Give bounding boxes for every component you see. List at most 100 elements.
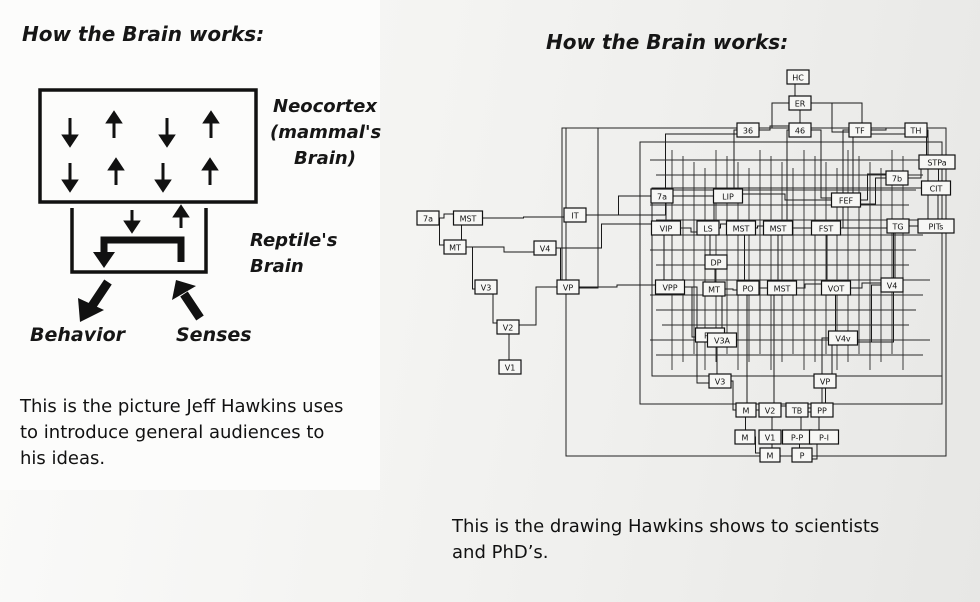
area-node-v4t: V4 [880,277,904,293]
area-node-box [708,373,732,389]
area-node-label: M [743,407,750,416]
area-node-po: PO [736,280,760,296]
behavior-arrow-icon [78,279,112,322]
area-node-label: TB [791,407,802,416]
left-panel [0,0,380,490]
simple-brain-diagram [38,88,258,322]
area-node-label: V3 [715,378,726,387]
neocortex-line-1: Neocortex [273,96,377,117]
frame-line [561,127,599,289]
area-node-label: V1 [505,364,516,373]
area-node-lip: LIP [712,188,744,204]
reptile-line-1: Reptile's [250,230,338,251]
area-node-vpb: VP [813,373,837,389]
area-node-fef: FEF [830,192,862,208]
area-node-7a: 7a [416,210,440,226]
area-node-box [918,154,956,170]
area-node-v2b: V2 [758,402,782,418]
area-node-pi: P-I [808,429,840,445]
connection-line [541,223,666,249]
arrow-down-icon [123,210,141,234]
area-node-box [791,447,813,463]
behavior-label: Behavior [30,324,126,346]
arrow-down-icon [61,163,79,193]
area-node-box [808,429,840,445]
area-node-m1: M [735,402,757,418]
area-node-box [712,188,744,204]
area-node-v3a: V3A [706,332,738,348]
area-node-er: ER [788,95,812,111]
area-node-box [650,188,674,204]
area-node-box [474,279,498,295]
area-node-pf: PP [810,402,834,418]
connection-line [575,195,662,216]
area-node-label: VOT [828,285,845,294]
area-node-box [725,220,757,236]
area-node-label: FST [819,225,834,234]
area-node-box [759,447,781,463]
area-node-label: V1 [765,434,776,443]
area-node-box [758,402,782,418]
area-node-fst: FST [810,220,842,236]
area-node-vdm: V4v [827,330,859,346]
area-node-label: MST [460,215,477,224]
area-node-box [758,429,782,445]
area-node-box [885,170,909,186]
area-node-label: TH [910,127,922,136]
area-node-it: IT [563,207,587,223]
area-node-box [496,319,520,335]
area-node-label: M [767,452,774,461]
left-caption-line-2: to introduce general audiences to [20,422,325,443]
area-node-vp: VP [556,279,580,295]
area-node-box [702,281,726,297]
area-node-pits: PITs [917,218,955,234]
area-node-label: V2 [503,324,514,333]
area-node-box [820,280,852,296]
connection-line [822,227,836,285]
area-node-label: 7a [423,215,433,224]
area-node-label: VP [563,284,573,293]
area-node-label: ER [795,100,806,109]
area-node-box [827,330,859,346]
connection-line [770,287,780,409]
area-node-box [762,220,794,236]
area-node-ls: LS [696,220,720,236]
area-node-label: LIP [722,193,734,202]
left-caption-line-1: This is the picture Jeff Hawkins uses [20,396,344,417]
area-node-hc: HC [786,69,810,85]
area-node-box [533,240,557,256]
area-node-box [563,207,587,223]
area-node-cit: CIT [920,180,952,196]
connection-line [579,133,748,216]
reptile-box [70,208,208,274]
area-node-46: 46 [788,122,812,138]
area-node-label: PP [817,407,827,416]
area-node-vot: VOT [820,280,852,296]
area-node-mt2: MT [702,281,726,297]
connection-line [728,193,844,201]
area-node-label: V4 [540,245,551,254]
arrow-down-icon [158,118,176,148]
connection-line [508,286,566,326]
area-node-box [788,122,812,138]
area-node-label: IT [571,212,578,221]
area-node-mstr: MST [762,220,794,236]
area-node-label: TG [891,223,903,232]
area-node-dp: DP [704,254,728,270]
connection-line [746,287,748,411]
area-node-7a2: 7a [650,188,674,204]
area-node-box [734,429,756,445]
connection-line [728,129,744,193]
area-node-box [788,95,812,111]
area-node-v1b: V1 [758,429,782,445]
neocortex-line-3: Brain) [294,148,356,169]
arrow-up-icon [107,157,125,185]
area-node-box [810,220,842,236]
area-node-mst: MST [452,210,484,226]
arrow-up-icon [172,204,190,228]
connection-line [662,227,670,284]
area-node-box [736,122,760,138]
area-node-label: MST [770,225,787,234]
area-node-label: DP [711,259,722,268]
connection-line [470,216,575,219]
